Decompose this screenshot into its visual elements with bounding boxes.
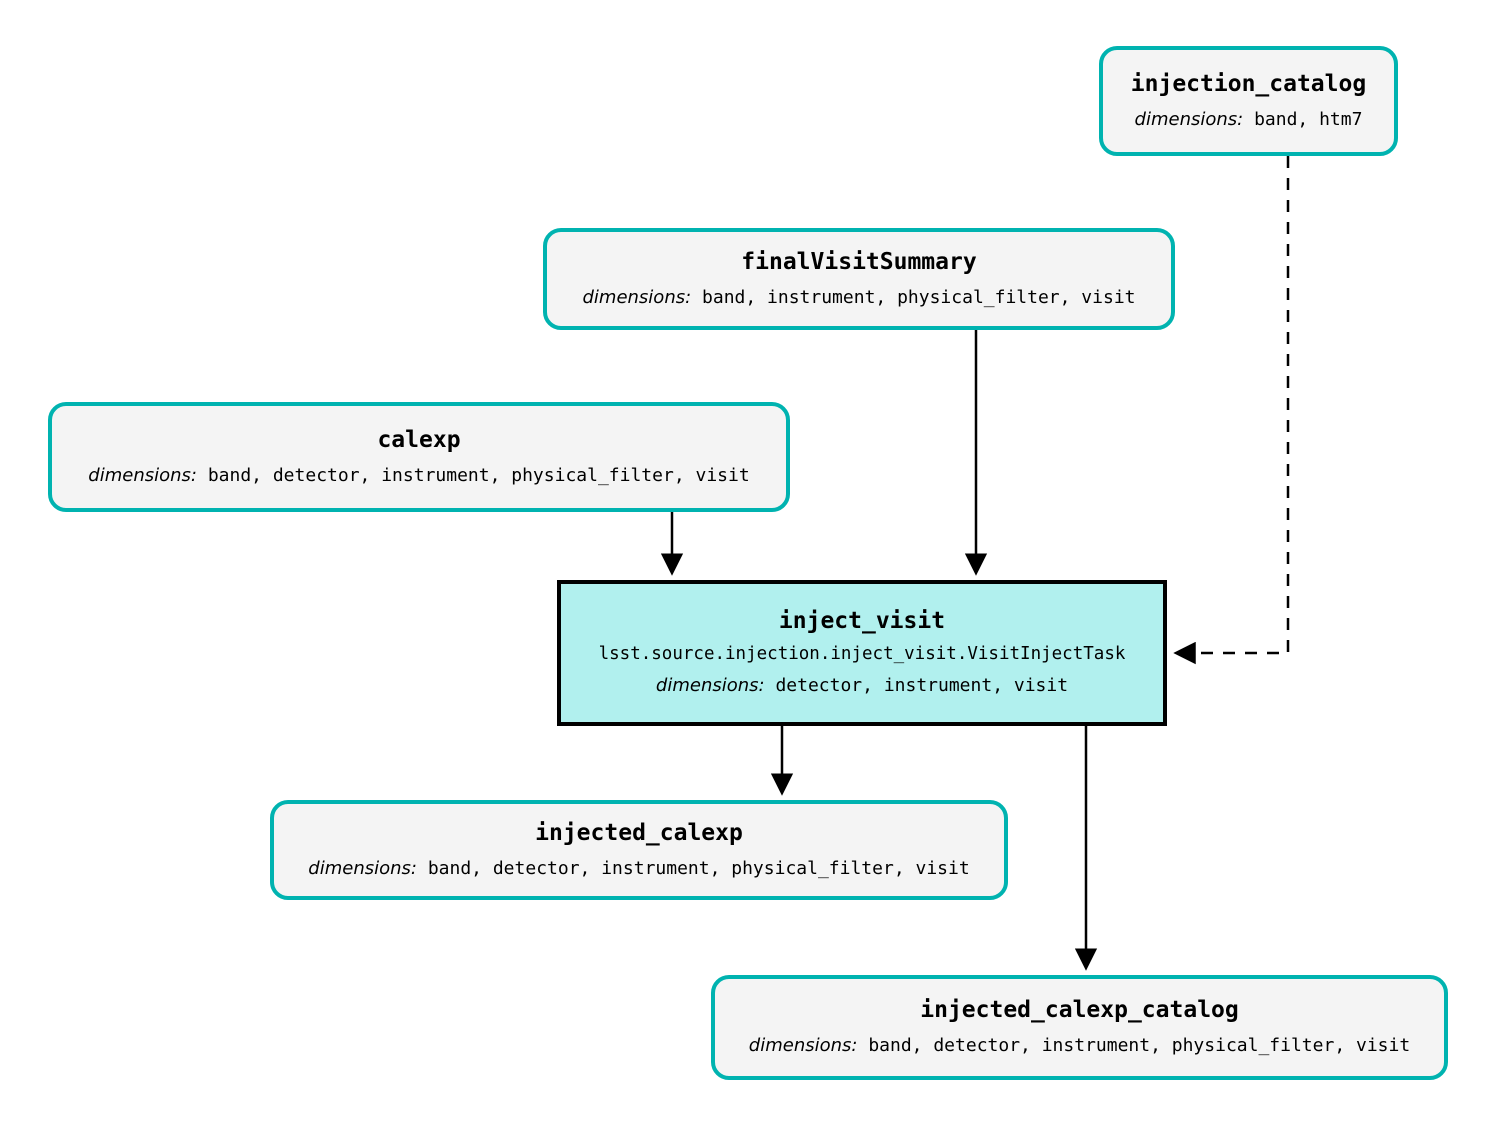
dimensions-value: band, detector, instrument, physical_fil… (207, 464, 750, 486)
node-calexp[interactable]: calexp dimensions: band, detector, instr… (48, 402, 790, 512)
dimensions-value: band, detector, instrument, physical_fil… (868, 1035, 1411, 1057)
node-title: injected_calexp (535, 819, 743, 846)
edge-injection-catalog-to-inject-visit (1173, 156, 1290, 665)
dimensions-value: band, detector, instrument, physical_fil… (427, 857, 970, 879)
dimensions-label: dimensions: (582, 286, 692, 308)
node-task-class: lsst.source.injection.inject_visit.Visit… (598, 644, 1126, 665)
dimensions-value: band, htm7 (1254, 108, 1363, 130)
node-dimensions: dimensions: band, detector, instrument, … (749, 1035, 1410, 1057)
node-dimensions: dimensions: band, instrument, physical_f… (582, 287, 1135, 309)
node-dimensions: dimensions: band, htm7 (1135, 109, 1363, 131)
node-injected-calexp[interactable]: injected_calexp dimensions: band, detect… (270, 800, 1008, 900)
dimensions-value: band, instrument, physical_filter, visit (702, 286, 1136, 308)
node-final-visit-summary[interactable]: finalVisitSummary dimensions: band, inst… (543, 228, 1175, 330)
node-inject-visit[interactable]: inject_visit lsst.source.injection.injec… (557, 580, 1167, 726)
dimensions-label: dimensions: (88, 464, 197, 486)
dimensions-label: dimensions: (1134, 108, 1244, 130)
node-title: finalVisitSummary (741, 248, 977, 275)
dimensions-label: dimensions: (748, 1035, 858, 1057)
node-dimensions: dimensions: band, detector, instrument, … (308, 858, 969, 880)
node-title: injected_calexp_catalog (920, 997, 1239, 1024)
node-dimensions: dimensions: band, detector, instrument, … (88, 465, 749, 487)
dimensions-label: dimensions: (308, 857, 417, 879)
dimensions-label: dimensions: (655, 675, 765, 697)
node-title: injection_catalog (1130, 70, 1367, 97)
node-title: calexp (377, 426, 461, 453)
node-injection-catalog[interactable]: injection_catalog dimensions: band, htm7 (1099, 46, 1398, 156)
node-title: inject_visit (778, 608, 946, 635)
dimensions-value: detector, instrument, visit (775, 675, 1069, 697)
node-injected-calexp-catalog[interactable]: injected_calexp_catalog dimensions: band… (711, 975, 1448, 1080)
node-dimensions: dimensions: detector, instrument, visit (656, 675, 1068, 697)
